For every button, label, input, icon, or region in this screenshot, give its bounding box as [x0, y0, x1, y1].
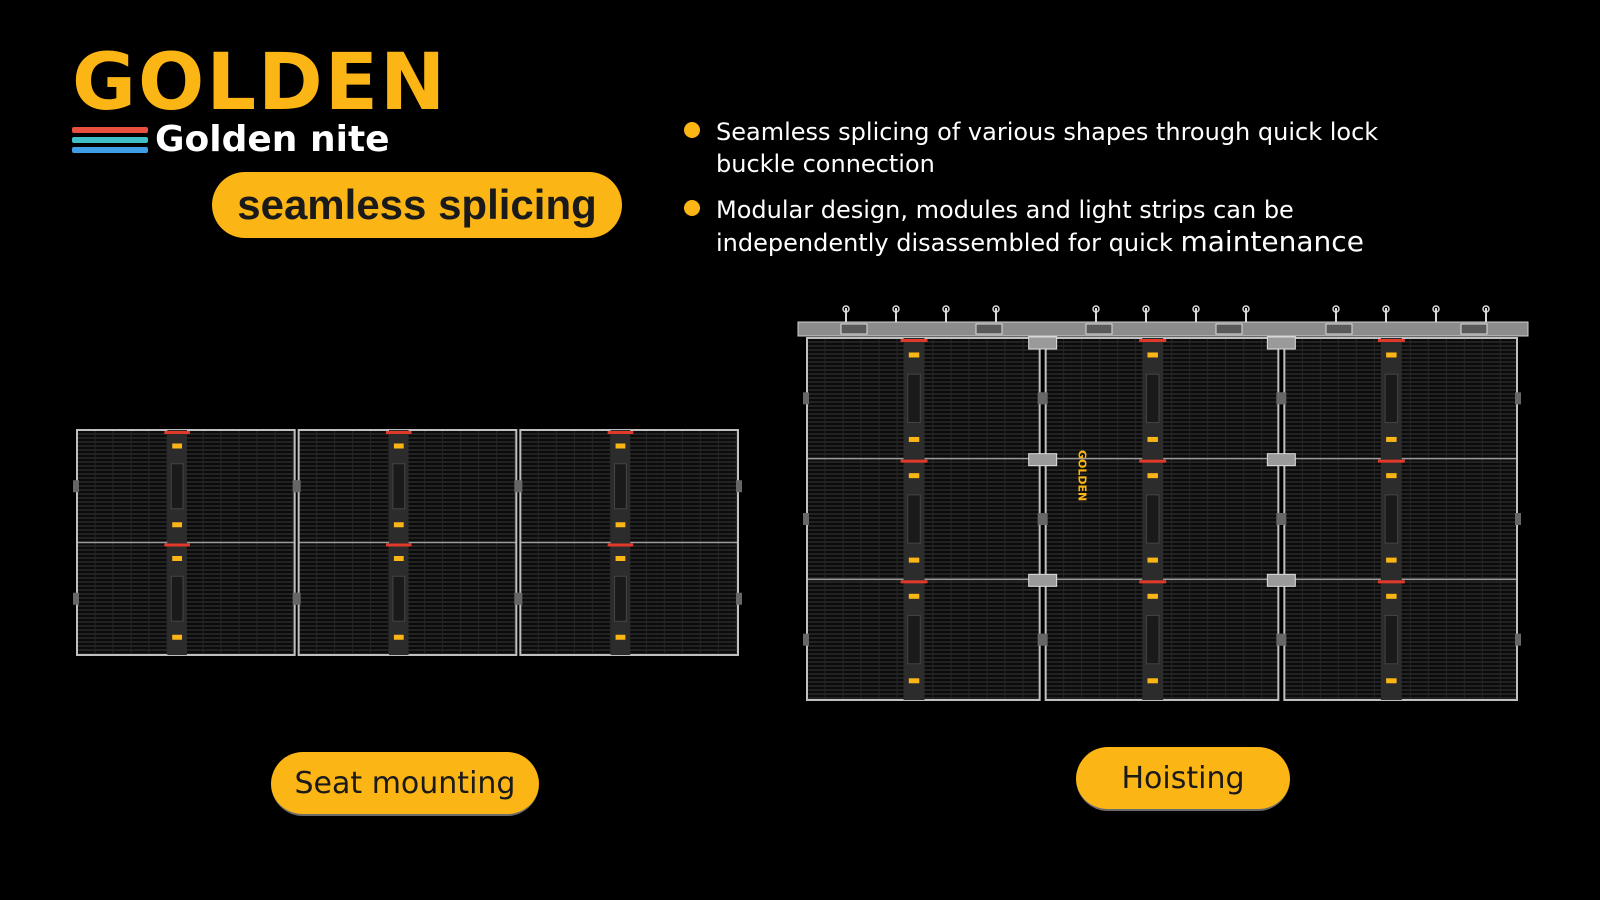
seat-mounting-panel-illustration — [73, 429, 742, 656]
rail-hook-icon — [1382, 305, 1390, 313]
hoisting-cabinet — [1280, 337, 1521, 701]
rail-hook-icon — [1092, 305, 1100, 313]
rail-hook-icon — [892, 305, 900, 313]
seat-cabinet — [73, 429, 299, 656]
rail-clamp — [840, 323, 868, 335]
rail-hook-icon — [1332, 305, 1340, 313]
rail-hook-icon — [1242, 305, 1250, 313]
feature-bullet-text: Modular design, modules and light strips… — [716, 196, 1364, 258]
feature-bullet-emphasis: maintenance — [1180, 225, 1364, 258]
feature-bullet: Modular design, modules and light strips… — [684, 194, 1444, 259]
feature-bullet-list: Seamless splicing of various shapes thro… — [684, 116, 1444, 273]
brand-logo-subtitle: Golden nite — [155, 119, 390, 160]
rail-hook-icon — [1192, 305, 1200, 313]
stripe-blue — [72, 147, 148, 153]
hoisting-top-rail — [797, 321, 1529, 337]
section-title-pill: seamless splicing — [212, 172, 622, 238]
connector-plate — [1028, 336, 1058, 350]
section-title: seamless splicing — [237, 181, 597, 228]
brand-logo-stripes — [72, 127, 148, 157]
rail-hook-icon — [992, 305, 1000, 313]
hoisting-label-pill: Hoisting — [1076, 747, 1290, 811]
rail-hook-icon — [942, 305, 950, 313]
rail-clamp — [975, 323, 1003, 335]
feature-bullet-text: Seamless splicing of various shapes thro… — [716, 118, 1379, 178]
connector-plate — [1266, 573, 1296, 587]
seat-mounting-label-pill: Seat mounting — [271, 752, 539, 816]
hoisting-cabinet — [803, 337, 1044, 701]
connector-plate — [1028, 573, 1058, 587]
hoisting-cabinet — [1041, 337, 1283, 701]
seat-cabinet — [294, 429, 521, 656]
rail-hook-icon — [1482, 305, 1490, 313]
stripe-red — [72, 127, 148, 133]
hoisting-label: Hoisting — [1121, 760, 1245, 796]
bullet-dot-icon — [684, 122, 700, 138]
rail-clamp — [1460, 323, 1488, 335]
bullet-dot-icon — [684, 200, 700, 216]
rail-clamp — [1325, 323, 1353, 335]
brand-logo-wordmark: GOLDEN — [72, 38, 448, 128]
hoisting-panel-illustration: GOLDEN — [797, 305, 1529, 701]
cabinet-brand-mark: GOLDEN — [1076, 450, 1089, 501]
feature-bullet: Seamless splicing of various shapes thro… — [684, 116, 1444, 180]
stripe-cyan — [72, 137, 148, 143]
connector-plate — [1028, 453, 1058, 467]
rail-hook-icon — [842, 305, 850, 313]
rail-hook-icon — [1432, 305, 1440, 313]
rail-clamp — [1215, 323, 1243, 335]
seat-cabinet — [516, 429, 742, 656]
connector-plate — [1266, 336, 1296, 350]
connector-plate — [1266, 453, 1296, 467]
rail-hook-icon — [1142, 305, 1150, 313]
seat-mounting-label: Seat mounting — [294, 765, 516, 801]
rail-clamp — [1085, 323, 1113, 335]
